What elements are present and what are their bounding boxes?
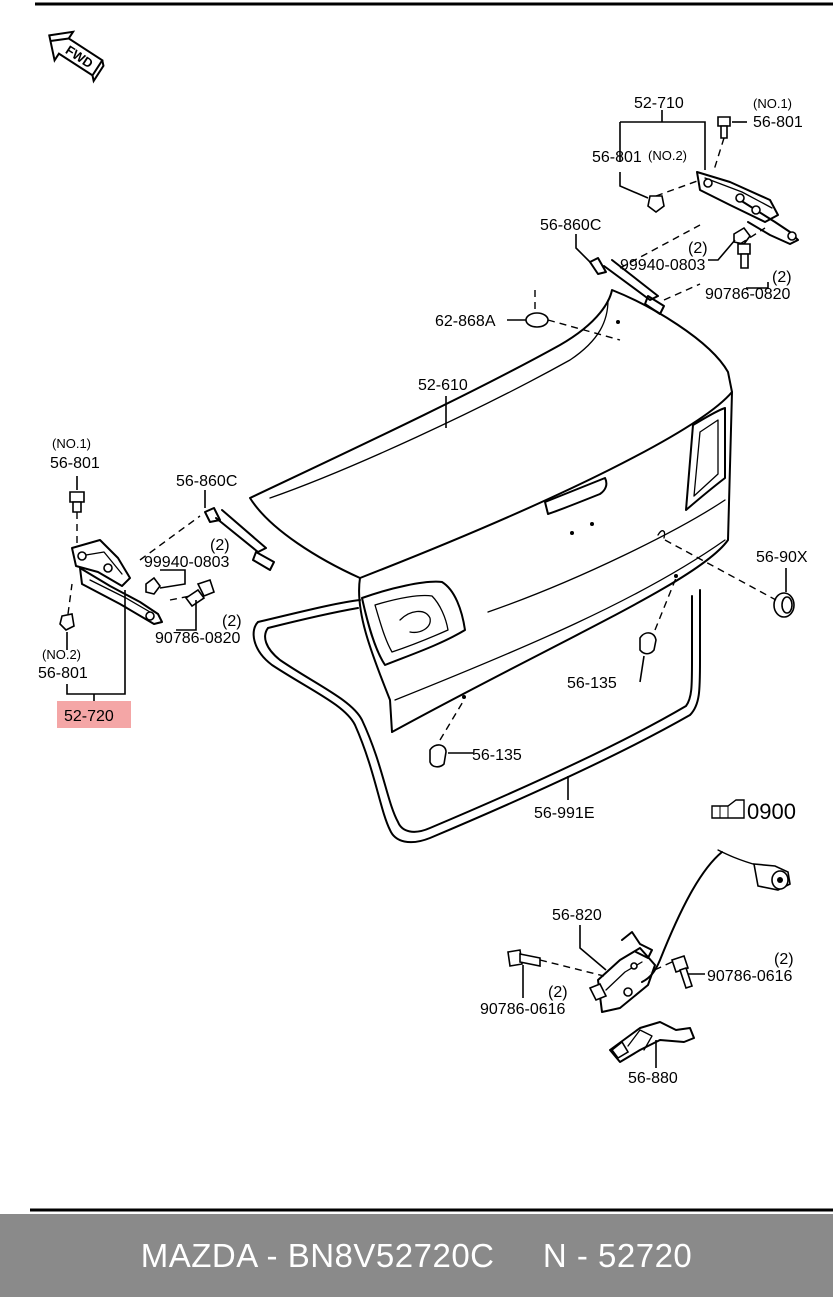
bolt-90786-0820-left [184,578,215,608]
label-56-801-no2-right: 56-801 [592,149,642,166]
bolt-90786-0820-right [737,243,751,269]
dashed-lines [67,137,777,977]
label-qty-90786-left: (2) [222,613,242,630]
label-52-720: 52-720 [64,708,114,725]
bolt-56-801-no1-right [717,116,731,139]
label-52-710: 52-710 [634,95,684,112]
label-90786-0616-left: 90786-0616 [480,1001,566,1018]
hinge-right-52-710 [696,171,799,245]
label-qty-99940-left: (2) [210,537,230,554]
label-qty-90786-0616-left: (2) [548,984,568,1001]
striker-56-880 [609,1021,695,1063]
label-56-90X: 56-90X [756,549,808,566]
gas-strut-56-860C-left [204,507,275,571]
grommet-62-868A [525,312,549,328]
leader-lines [66,110,787,1068]
gas-strut-56-860C-right [589,257,665,315]
label-qty-90786-right: (2) [772,269,792,286]
label-no1-left: (NO.1) [52,436,91,451]
nut-99940-0803-left [145,576,161,595]
label-56-801-left-bottom: 56-801 [38,665,88,682]
key-cylinder [753,863,791,891]
bolt-90786-0616-right [670,954,694,990]
label-62-868A: 62-868A [435,313,496,330]
label-qty-90786-0616-right: (2) [774,951,794,968]
label-no2-right: (NO.2) [648,148,687,163]
label-99940-0803-left: 99940-0803 [144,554,230,571]
plug-56-90X [773,592,795,618]
footer-bar: MAZDA - BN8V52720C N - 52720 [0,1214,833,1297]
ref-hand-icon [711,799,745,819]
label-56-880: 56-880 [628,1070,678,1087]
labels: 52-710 (NO.1) 56-801 56-801 (NO.2) 56-86… [38,95,808,1087]
nut-56-801-no2-right [647,195,665,213]
label-qty-99940-right: (2) [688,240,708,257]
label-56-820: 56-820 [552,907,602,924]
label-no2-left: (NO.2) [42,647,81,662]
bumper-56-135-right [639,632,657,655]
label-no1-right: (NO.1) [753,96,792,111]
weatherstrip-56-991E [252,589,701,844]
nut-99940-0803-right [733,226,751,245]
label-90786-0616-right: 90786-0616 [707,968,793,985]
label-52-610: 52-610 [418,377,468,394]
hinge-left-52-720 [71,539,163,625]
label-56-135-left: 56-135 [472,747,522,764]
release-cable [641,851,723,983]
label-90786-0820-left: 90786-0820 [155,630,241,647]
label-90786-0820-right: 90786-0820 [705,286,791,303]
label-56-801-left-top: 56-801 [50,455,100,472]
label-56-991E: 56-991E [534,805,595,822]
latch-56-820 [588,931,656,1013]
bolt-90786-0616-left [507,949,541,967]
footer-part-number: MAZDA - BN8V52720C N - 52720 [140,1236,693,1274]
bolt-56-801-no1-left [69,491,85,513]
label-56-135-right: 56-135 [567,675,617,692]
label-56-860C-right: 56-860C [540,217,601,234]
trunk-lid-52-610 [249,289,733,733]
label-56-860C-left: 56-860C [176,473,237,490]
label-ref-0900: 0900 [747,799,796,824]
bumper-56-135-left [429,744,447,768]
highlight-52-720 [57,701,131,728]
label-56-801-right-top: 56-801 [753,114,803,131]
fwd-arrow-icon: FWD [48,30,105,84]
label-99940-0803-right: 99940-0803 [620,257,706,274]
nut-56-801-no2-left [59,613,75,631]
